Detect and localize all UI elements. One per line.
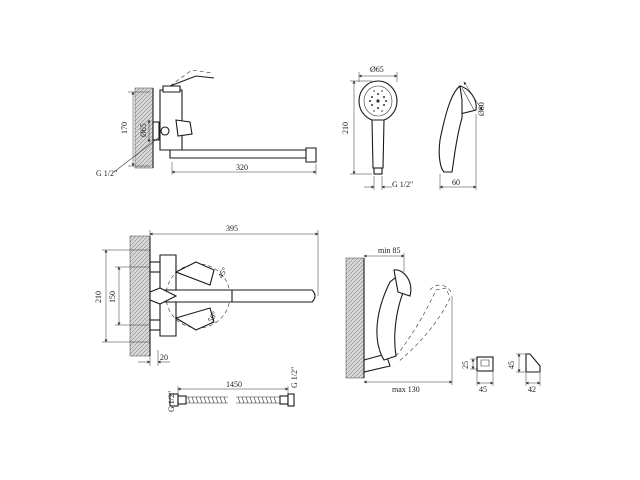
side-diameter-label: Ø80 bbox=[477, 102, 486, 116]
main-faucet-view: 395 210 150 45° 50° 20 bbox=[94, 224, 319, 366]
holder-front-height-label: 25 bbox=[461, 361, 470, 369]
hose-view: 1450 G 1/2" G 1/2" bbox=[167, 367, 299, 412]
hose-thread-right-label: G 1/2" bbox=[290, 367, 299, 388]
main-length-label: 395 bbox=[226, 224, 238, 233]
main-offset-label: 20 bbox=[160, 353, 168, 362]
main-height-inner-label: 150 bbox=[108, 291, 117, 303]
main-wall bbox=[129, 235, 151, 357]
mounted-shower-view: min 85 max 130 bbox=[345, 246, 453, 394]
front-height-label: 210 bbox=[341, 122, 350, 134]
top-thread-label: G 1/2" bbox=[96, 169, 117, 178]
holder-side-view: 45 42 bbox=[507, 353, 541, 394]
shower-nozzles bbox=[369, 90, 387, 112]
main-height-outer-label: 210 bbox=[94, 291, 103, 303]
hand-shower-side-view: Ø80 60 bbox=[438, 81, 486, 190]
holder-side-depth-label: 42 bbox=[528, 385, 536, 394]
side-depth-label: 60 bbox=[452, 178, 460, 187]
holder-front-width-label: 45 bbox=[479, 385, 487, 394]
top-spout-length-label: 320 bbox=[236, 163, 248, 172]
hose-length-label: 1450 bbox=[226, 380, 242, 389]
hand-shower-front-view: Ø65 210 G 1/2" bbox=[341, 65, 413, 190]
mounted-wall bbox=[345, 257, 365, 379]
front-thread-label: G 1/2" bbox=[392, 180, 413, 189]
mounted-min-label: min 85 bbox=[378, 246, 400, 255]
top-faucet-view: 170 Ø65 G 1/2" 320 bbox=[96, 69, 317, 178]
top-diameter-label: Ø65 bbox=[139, 123, 148, 137]
holder-side-height-label: 45 bbox=[507, 361, 516, 369]
mounted-max-label: max 130 bbox=[392, 385, 420, 394]
angle-top-label: 45° bbox=[216, 266, 229, 280]
holder-front-view: 25 45 bbox=[461, 356, 494, 394]
front-diameter-label: Ø65 bbox=[370, 65, 384, 74]
hose-thread-left-label: G 1/2" bbox=[167, 391, 176, 412]
top-height-label: 170 bbox=[120, 122, 129, 134]
